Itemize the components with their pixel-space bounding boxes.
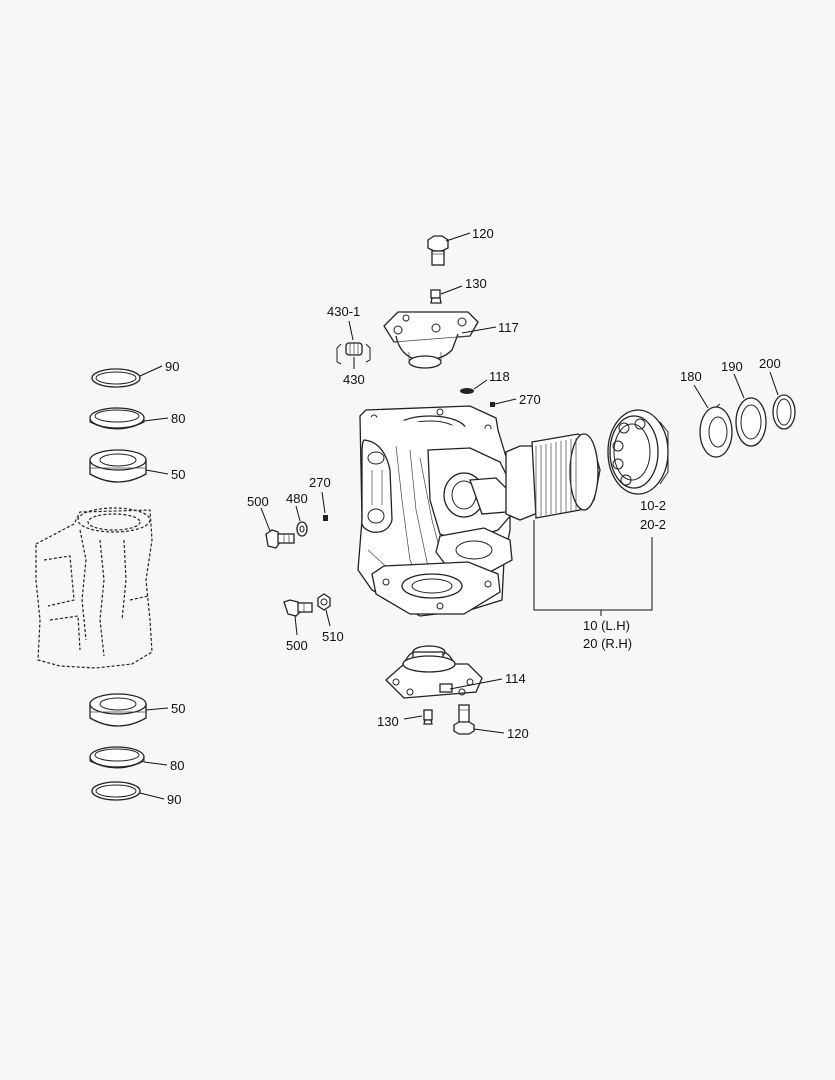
bolt-120-top: [427, 235, 449, 266]
ring-10-2: [607, 409, 669, 495]
shim-430: [336, 342, 371, 365]
label-510: 510: [322, 629, 344, 644]
oring-90-bot: [91, 781, 141, 801]
leader-50-bot: [145, 707, 169, 711]
leader-118: [473, 379, 488, 390]
bolt-120-bot: [453, 704, 475, 735]
seal-80-bot: [89, 746, 145, 769]
label-270-top: 270: [519, 392, 541, 407]
label-80-bot: 80: [170, 758, 184, 773]
washer-480: [296, 521, 308, 537]
label-80-top: 80: [171, 411, 185, 426]
bearing-50-bot: [89, 693, 147, 727]
label-50-top: 50: [171, 467, 185, 482]
leader-114: [449, 678, 503, 690]
leader-190: [733, 373, 745, 399]
washer-180: [699, 403, 733, 458]
label-430-1: 430-1: [327, 304, 360, 319]
washer-190: [735, 397, 767, 447]
leader-90-top: [139, 365, 163, 377]
label-20-rh: 20 (R.H): [583, 636, 632, 651]
leader-270-mid: [321, 491, 326, 514]
label-130-top: 130: [465, 276, 487, 291]
leader-117: [461, 326, 497, 334]
leader-500-bot: [294, 615, 298, 636]
spindle-10-20: [505, 433, 601, 521]
leader-50-top: [145, 469, 169, 475]
label-118: 118: [489, 369, 510, 384]
plug-270-mid: [323, 515, 328, 521]
leader-180: [693, 384, 709, 409]
seal-118: [460, 388, 474, 394]
label-430: 430: [343, 372, 365, 387]
label-270-mid: 270: [309, 475, 331, 490]
label-120-top: 120: [472, 226, 494, 241]
leader-130-bot: [403, 715, 423, 720]
leader-510: [325, 609, 331, 627]
leader-500-top: [260, 507, 271, 532]
leader-200: [769, 371, 779, 396]
plug-270-top: [490, 402, 495, 407]
bolt-500-top: [265, 529, 295, 549]
label-130-bot: 130: [377, 714, 399, 729]
bearing-50-top: [89, 449, 147, 483]
label-190: 190: [721, 359, 743, 374]
nut-510: [317, 593, 331, 611]
circlip-200: [772, 394, 796, 430]
nipple-130-bot: [423, 709, 433, 725]
label-90-top: 90: [165, 359, 179, 374]
leader-120-bot: [473, 728, 505, 734]
label-90-bot: 90: [167, 792, 181, 807]
leader-80-top: [143, 417, 169, 422]
label-20-2: 20-2: [640, 517, 666, 532]
bolt-500-bot: [283, 599, 313, 617]
nipple-130-top: [430, 289, 442, 304]
leader-80-bot: [143, 761, 168, 766]
leader-430-1: [348, 320, 354, 341]
label-114: 114: [505, 671, 526, 686]
label-50-bot: 50: [171, 701, 185, 716]
label-500-bot: 500: [286, 638, 308, 653]
leader-270-top: [494, 398, 517, 405]
leader-120-top: [445, 232, 471, 242]
label-117: 117: [498, 320, 519, 335]
label-180: 180: [680, 369, 702, 384]
label-120-bot: 120: [507, 726, 529, 741]
leader-bracket-10-20: [533, 520, 653, 611]
leader-480: [295, 505, 301, 522]
oring-90-top: [91, 368, 141, 388]
knuckle-housing: [357, 405, 515, 617]
label-480: 480: [286, 491, 308, 506]
cap-114: [385, 645, 483, 699]
label-200: 200: [759, 356, 781, 371]
label-10-lh: 10 (L.H): [583, 618, 630, 633]
cap-117: [383, 311, 479, 369]
axle-housing-phantom: [35, 507, 153, 669]
label-10-2: 10-2: [640, 498, 666, 513]
label-500-top: 500: [247, 494, 269, 509]
seal-80-top: [89, 407, 145, 430]
leader-90-bot: [139, 792, 165, 800]
leader-130-top: [440, 285, 463, 295]
